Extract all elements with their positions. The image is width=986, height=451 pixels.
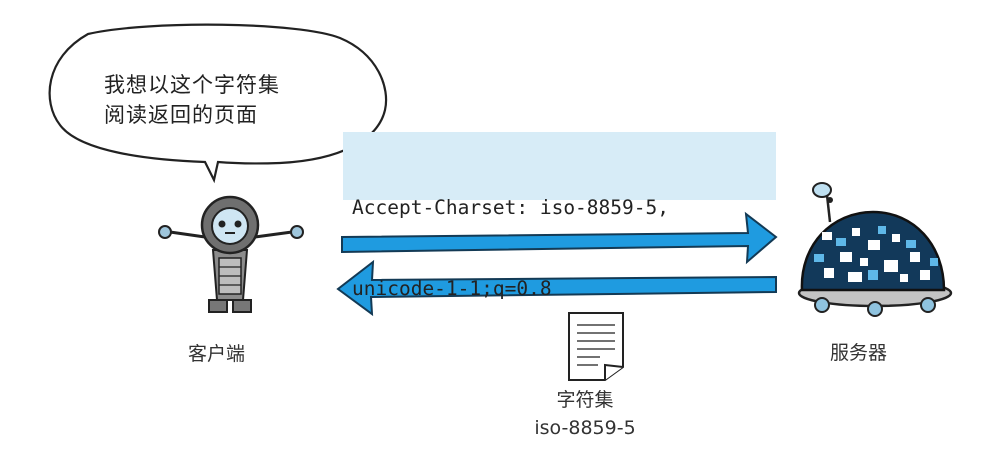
document-caption: 字符集 iso-8859-5 [520, 386, 650, 442]
response-arrow [336, 259, 777, 317]
request-header-line-2: unicode-1-1;q=0.8 [352, 277, 552, 300]
request-arrow [341, 211, 778, 265]
server-robot-icon [797, 182, 953, 317]
speech-bubble-line-2: 阅读返回的页面 [104, 103, 258, 127]
speech-bubble [48, 23, 388, 184]
request-header-text: Accept-Charset: iso-8859-5, unicode-1-1;… [352, 140, 669, 356]
client-label: 客户端 [188, 343, 246, 365]
document-icon [568, 312, 624, 381]
speech-bubble-text: 我想以这个字符集 阅读返回的页面 [104, 70, 314, 130]
request-header-line-1: Accept-Charset: iso-8859-5, [352, 196, 669, 219]
document-title: 字符集 [556, 389, 614, 411]
speech-bubble-line-1: 我想以这个字符集 [104, 73, 280, 97]
server-label: 服务器 [830, 342, 888, 364]
client-robot-icon [158, 195, 304, 313]
request-header-box [343, 132, 776, 200]
document-charset: iso-8859-5 [534, 417, 636, 439]
